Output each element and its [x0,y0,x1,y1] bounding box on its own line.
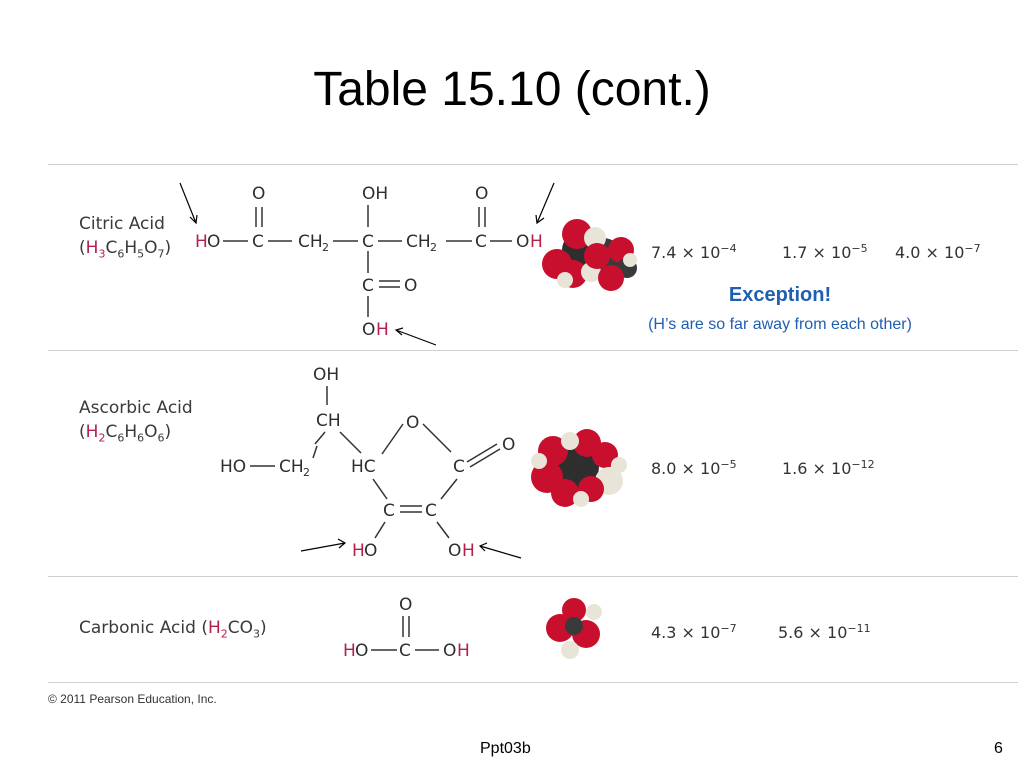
arrow-icon [179,182,555,346]
table-rule-1 [48,350,1018,351]
copyright-notice: © 2011 Pearson Education, Inc. [48,692,217,706]
ka-value: 4.3 × 10−7 [651,622,737,642]
ka-value: 8.0 × 10−5 [651,458,737,478]
exception-heading: Exception! [728,284,832,306]
svg-text:H: H [530,232,543,252]
svg-text:CH: CH [298,232,323,252]
arrow-icon [300,538,522,559]
citric-acid-space-filling-model [542,219,637,291]
ascorbic-acid-space-filling-model [531,429,627,507]
acid-name: Ascorbic Acid [79,398,193,418]
exception-note: (H’s are so far away from each other) [648,316,912,333]
ka-value: 4.0 × 10−7 [895,242,981,262]
ka-value: 1.6 × 10−12 [782,458,875,478]
acid-label-ascorbic: Ascorbic Acid (H2C6H6O6) [79,396,193,450]
slide-title: Table 15.10 (cont.) [313,63,711,116]
svg-text:2: 2 [430,241,437,254]
svg-text:O: O [364,541,377,561]
acid-formula: (H2C6H6O6) [79,422,172,445]
svg-text:O: O [362,320,375,340]
svg-text:C: C [399,641,411,661]
page-number: 6 [994,740,1003,757]
svg-text:CH: CH [279,457,304,477]
ka-value: 5.6 × 10−11 [778,622,871,642]
svg-text:C: C [252,232,264,252]
svg-text:CH: CH [406,232,431,252]
svg-text:O: O [475,184,488,204]
svg-text:O: O [502,435,515,455]
table-rule-bottom [48,682,1018,683]
svg-text:H: H [376,320,389,340]
svg-text:2: 2 [322,241,329,254]
svg-text:O: O [404,276,417,296]
svg-text:2: 2 [303,466,310,479]
svg-text:C: C [362,276,374,296]
svg-text:OH: OH [362,184,388,204]
acid-formula: (H3C6H5O7) [79,238,172,261]
acid-label-citric: Citric Acid (H3C6H5O7) [79,212,171,266]
svg-text:OH: OH [313,365,339,385]
svg-text:HC: HC [351,457,376,477]
acid-formula: (H2CO3) [201,618,267,641]
svg-text:O: O [399,595,412,615]
svg-text:O: O [443,641,456,661]
table-rule-2 [48,576,1018,577]
svg-text:O: O [448,541,461,561]
svg-text:O: O [207,232,220,252]
svg-text:O: O [516,232,529,252]
svg-text:O: O [252,184,265,204]
acid-label-carbonic: Carbonic Acid (H2CO3) [79,616,267,646]
ka-value: 7.4 × 10−4 [651,242,737,262]
svg-text:H: H [462,541,475,561]
svg-text:O: O [406,413,419,433]
ka-value: 1.7 × 10−5 [782,242,868,262]
svg-text:H: H [457,641,470,661]
svg-text:C: C [425,501,437,521]
svg-text:C: C [383,501,395,521]
acid-name: Carbonic Acid [79,618,196,638]
acid-name: Citric Acid [79,214,165,234]
svg-text:C: C [362,232,374,252]
svg-text:C: C [475,232,487,252]
svg-text:CH: CH [316,411,341,431]
svg-text:HO: HO [220,457,246,477]
svg-text:C: C [453,457,465,477]
carbonic-acid-space-filling-model [546,598,602,659]
svg-text:H: H [352,541,365,561]
table-rule-top [48,164,1018,165]
svg-text:H: H [195,232,208,252]
footer-label: Ppt03b [480,740,531,757]
svg-text:O: O [355,641,368,661]
svg-text:H: H [343,641,356,661]
